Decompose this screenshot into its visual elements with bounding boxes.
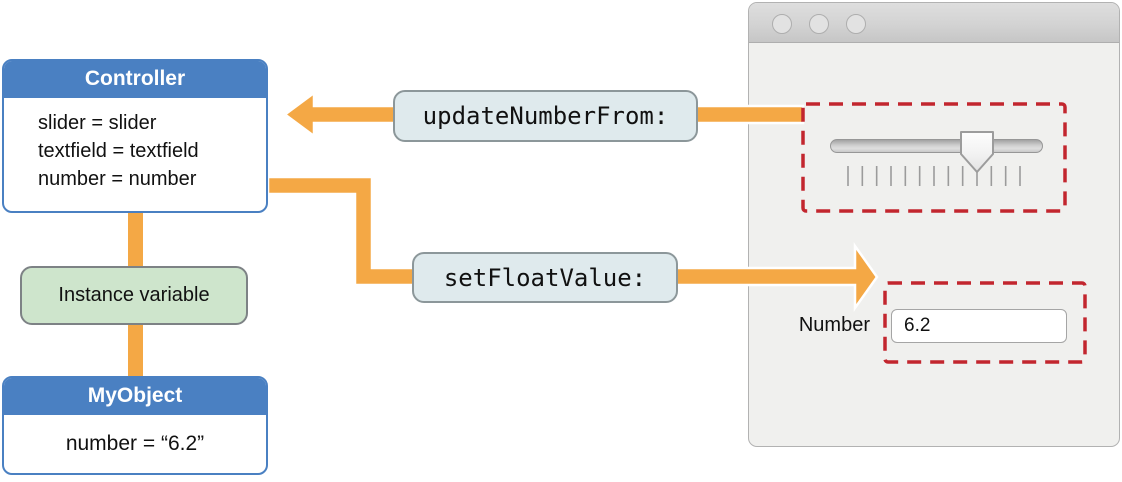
zoom-button-icon[interactable] — [846, 14, 866, 34]
slider-thumb-shape[interactable] — [959, 131, 994, 173]
myobject-line-number: number = “6.2” — [65, 432, 205, 455]
controller-box: Controller slider = slider textfield = t… — [2, 59, 268, 213]
instance-variable-box: Instance variable — [20, 266, 248, 325]
slider-thumb[interactable] — [955, 128, 999, 176]
myobject-box: MyObject number = “6.2” — [2, 376, 268, 475]
message-set-float-value: setFloatValue: — [412, 252, 678, 303]
controller-line-textfield: textfield = textfield — [38, 140, 199, 162]
message-update-number-from: updateNumberFrom: — [393, 90, 698, 142]
app-window — [748, 2, 1120, 447]
controller-body: slider = slider textfield = textfield nu… — [4, 98, 266, 193]
window-titlebar — [749, 3, 1119, 43]
controller-title: Controller — [4, 61, 266, 98]
number-input[interactable] — [891, 309, 1067, 343]
number-field-label: Number — [798, 314, 870, 336]
controller-line-slider: slider = slider — [38, 112, 157, 134]
myobject-title: MyObject — [4, 378, 266, 415]
slider-track[interactable] — [830, 139, 1043, 153]
controller-line-number: number = number — [38, 168, 197, 190]
close-button-icon[interactable] — [772, 14, 792, 34]
minimize-button-icon[interactable] — [809, 14, 829, 34]
